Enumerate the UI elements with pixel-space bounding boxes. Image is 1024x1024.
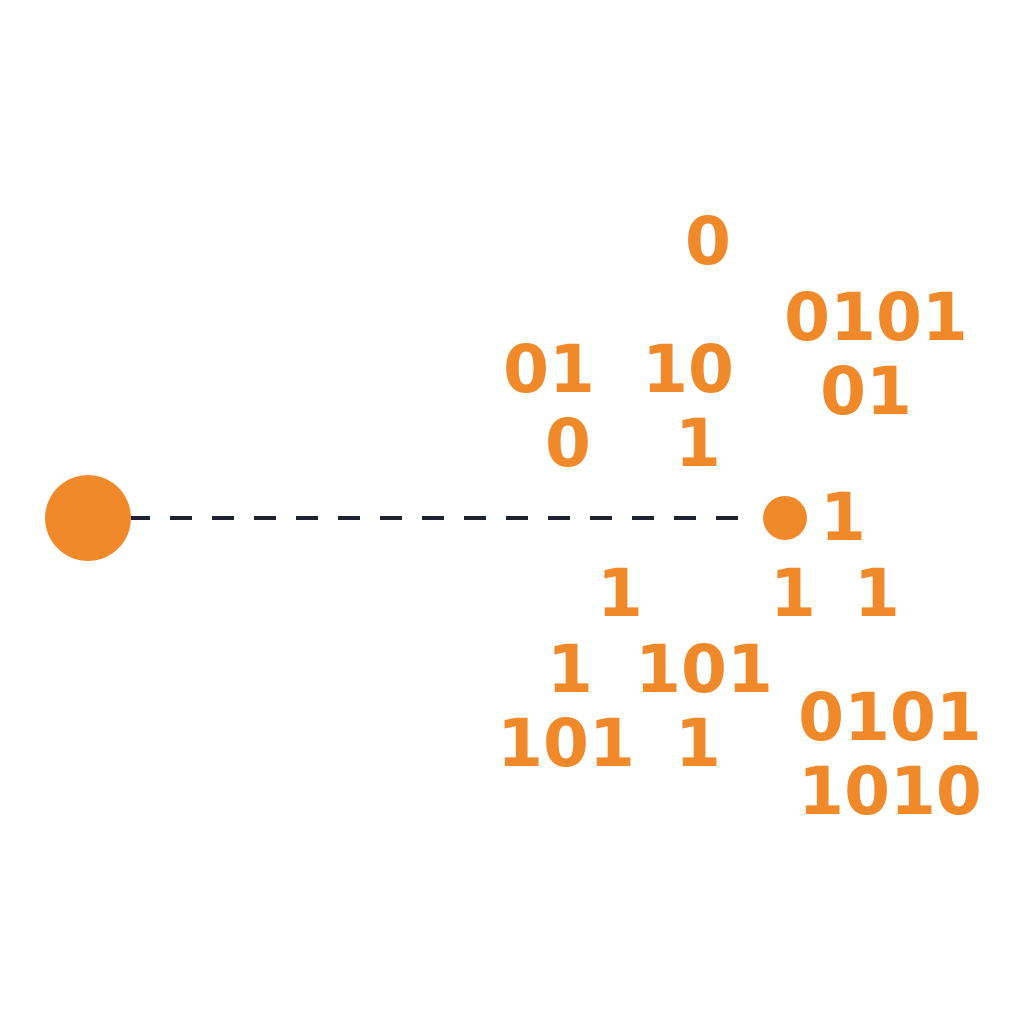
- target-node-dot: [763, 496, 807, 540]
- binary-digits-cloud: 0 0101 01 10 01 0 1 1 1 1 1 1 101 101 1 …: [497, 203, 982, 830]
- binary-label: 01: [503, 331, 595, 408]
- binary-label: 1: [597, 555, 643, 632]
- binary-label: 10: [642, 331, 734, 408]
- binary-label: 0: [685, 203, 731, 280]
- binary-label: 0101: [784, 279, 968, 356]
- binary-label: 1: [547, 631, 593, 708]
- binary-label: 101: [635, 631, 773, 708]
- binary-label: 1: [675, 405, 721, 482]
- binary-label: 0: [545, 405, 591, 482]
- source-node-dot: [45, 475, 131, 561]
- binary-label: 101: [497, 705, 635, 782]
- binary-label: 1: [820, 479, 866, 556]
- binary-label: 1010: [798, 753, 982, 830]
- binary-label: 1: [770, 555, 816, 632]
- binary-label: 1: [854, 555, 900, 632]
- binary-label: 01: [820, 353, 912, 430]
- binary-label: 1: [675, 705, 721, 782]
- binary-label: 0101: [798, 679, 982, 756]
